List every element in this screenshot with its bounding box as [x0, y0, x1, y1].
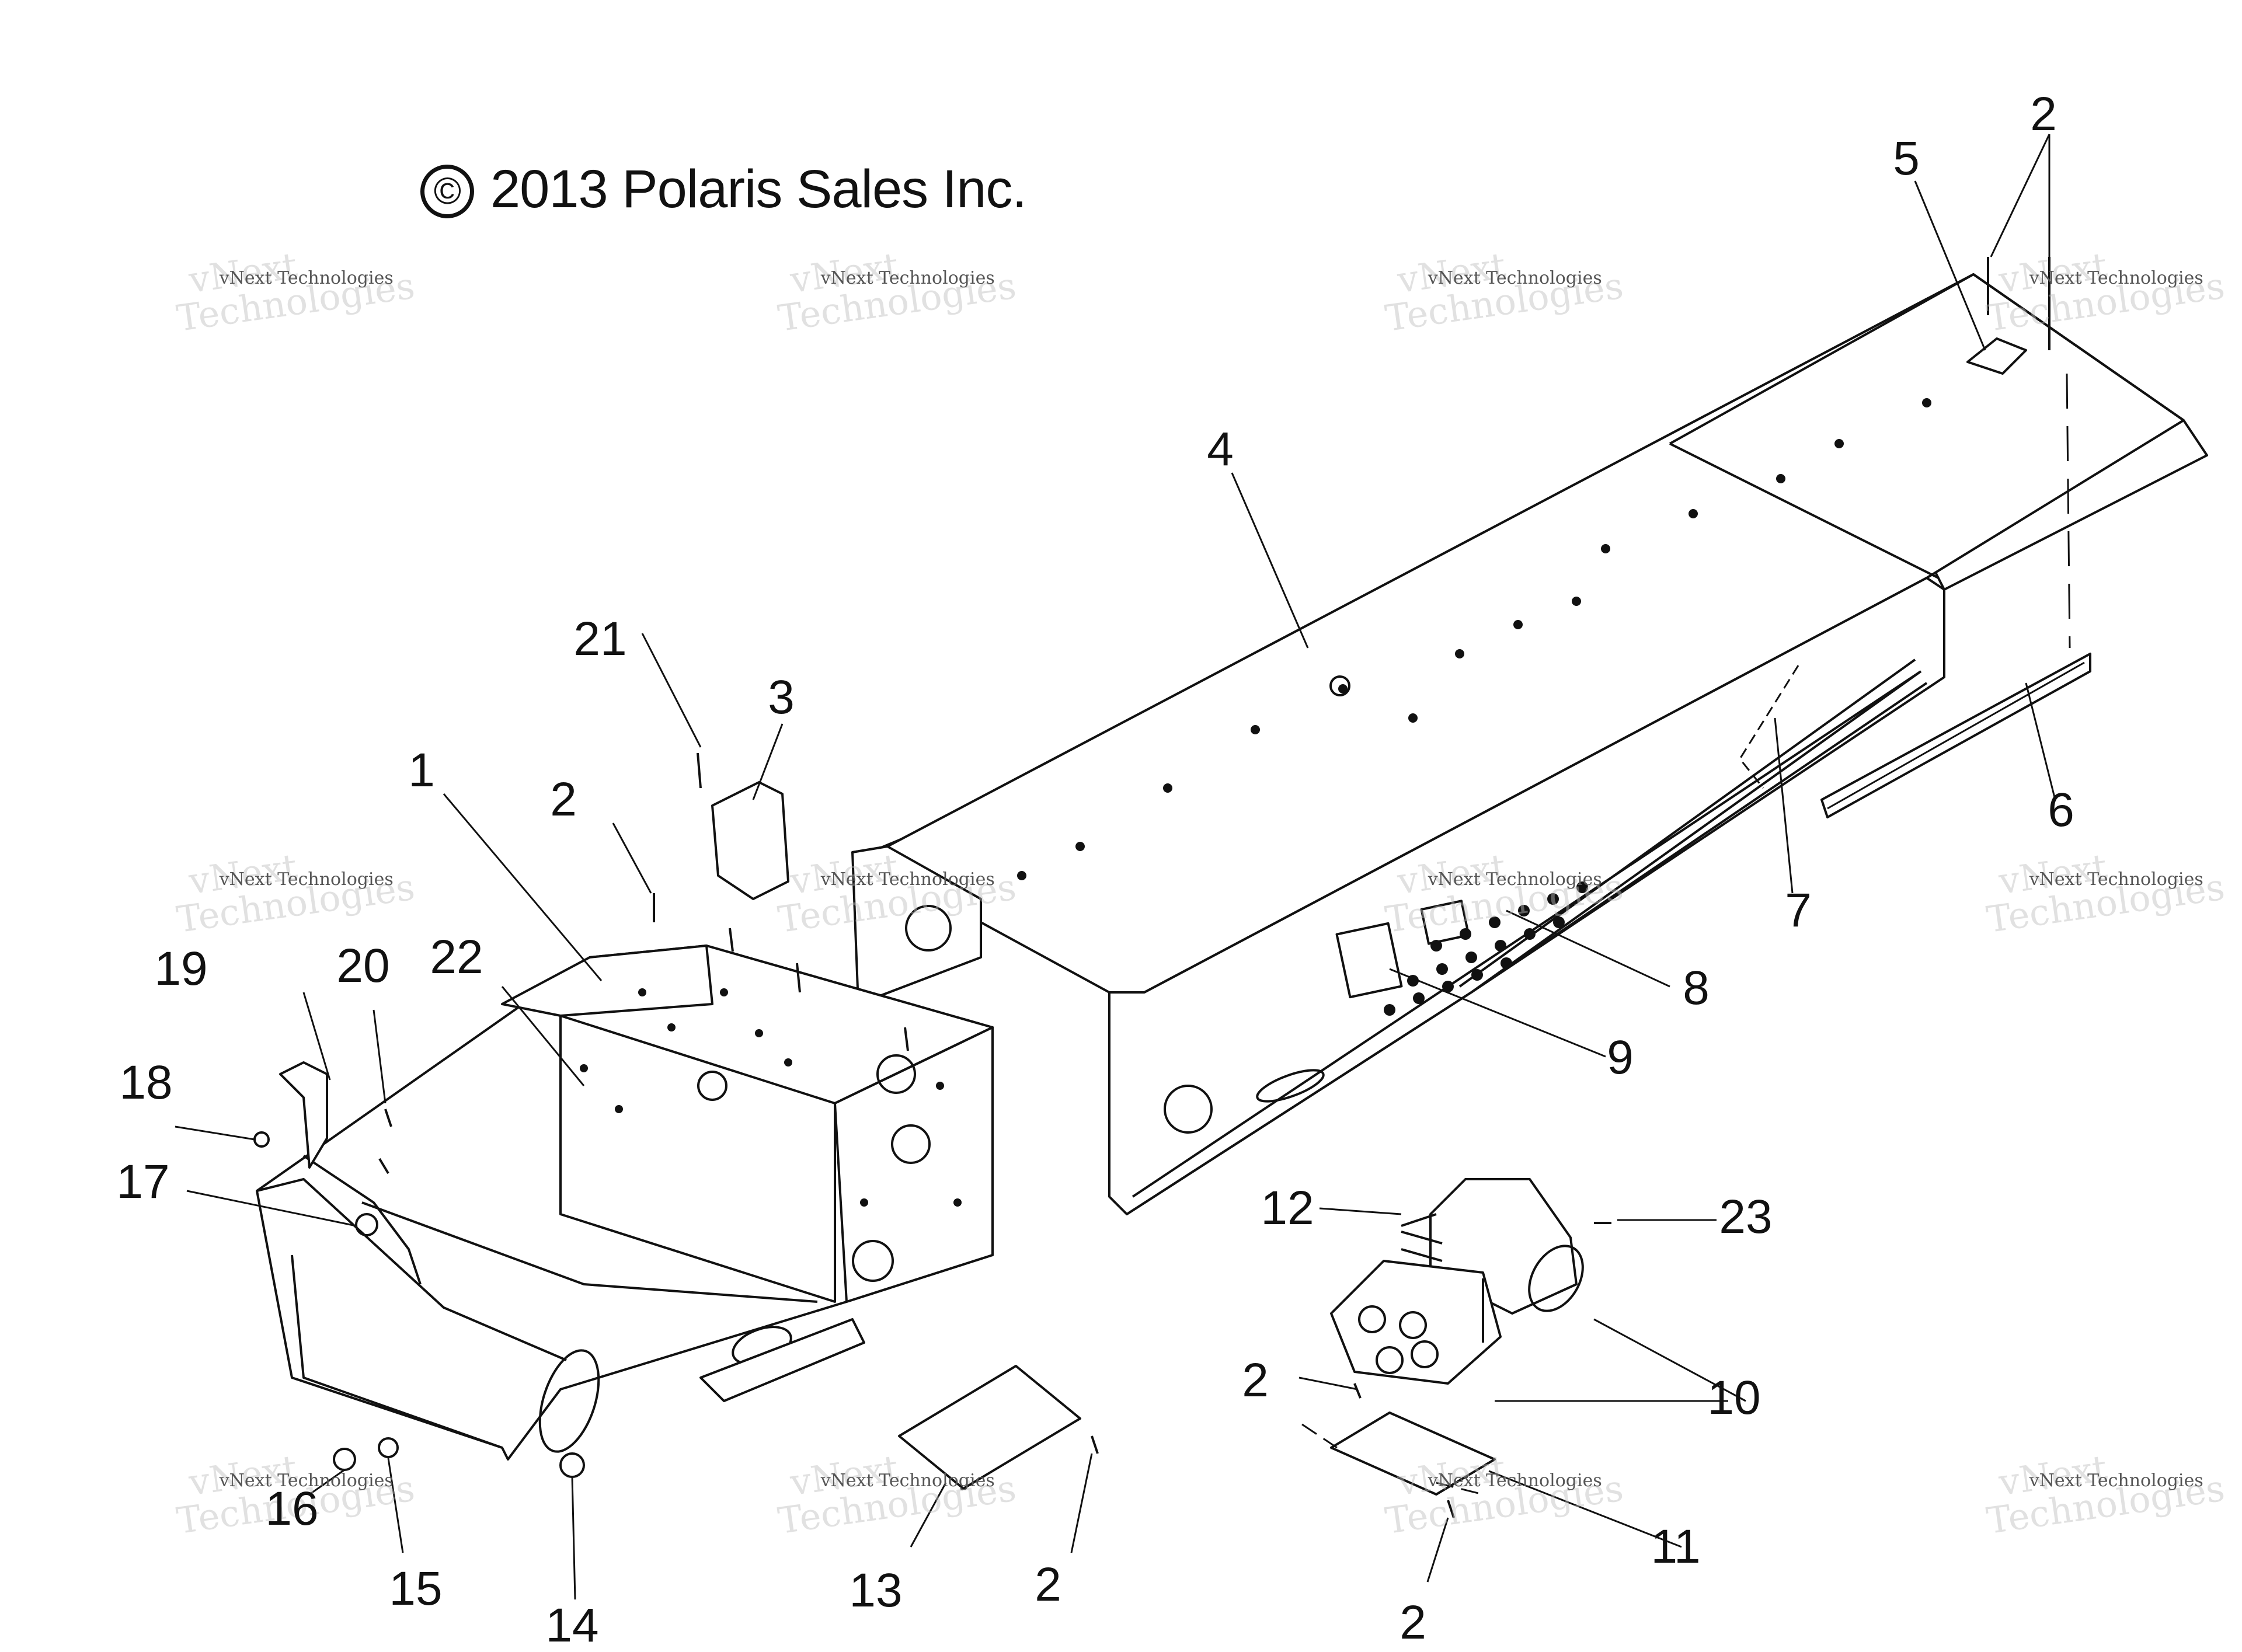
heat-exchanger-10: [1330, 1178, 1611, 1385]
copyright-text: 2013 Polaris Sales Inc.: [490, 159, 1027, 219]
callout-16[interactable]: 16: [265, 1482, 319, 1535]
callout-2[interactable]: 2: [1399, 1596, 1426, 1649]
callout-15[interactable]: 15: [389, 1562, 443, 1615]
callout-3[interactable]: 3: [768, 671, 795, 724]
callout-5[interactable]: 5: [1893, 132, 1920, 185]
callout-2[interactable]: 2: [550, 773, 577, 826]
callout-12[interactable]: 12: [1261, 1182, 1314, 1235]
callout-23[interactable]: 23: [1719, 1190, 1773, 1243]
leader-lines: [175, 134, 2056, 1600]
callout-22[interactable]: 22: [430, 930, 483, 984]
callout-19[interactable]: 19: [154, 942, 208, 995]
bracket-11: [1301, 1411, 1496, 1518]
callout-9[interactable]: 9: [1607, 1031, 1634, 1084]
callout-17[interactable]: 17: [116, 1155, 170, 1208]
copyright-symbol: ©: [420, 165, 474, 218]
front-bulkhead: [253, 752, 994, 1461]
callout-2[interactable]: 2: [2030, 88, 2057, 141]
callout-10[interactable]: 10: [1707, 1371, 1761, 1424]
callout-14[interactable]: 14: [545, 1599, 599, 1652]
callout-6[interactable]: 6: [2048, 783, 2074, 837]
callout-18[interactable]: 18: [119, 1056, 173, 1109]
callout-20[interactable]: 20: [336, 939, 390, 992]
bottom-plate-13: [898, 1365, 1099, 1490]
callout-11[interactable]: 11: [1651, 1520, 1701, 1573]
callout-21[interactable]: 21: [573, 612, 627, 665]
callout-4[interactable]: 4: [1207, 423, 1234, 476]
callout-7[interactable]: 7: [1785, 884, 1812, 937]
callout-2[interactable]: 2: [1242, 1354, 1269, 1407]
copyright-notice: © 2013 Polaris Sales Inc.: [420, 159, 1027, 220]
callout-13[interactable]: 13: [849, 1564, 903, 1617]
callout-8[interactable]: 8: [1683, 961, 1710, 1015]
tunnel-frame: [851, 257, 2208, 1215]
fasteners: [333, 893, 1362, 1478]
callout-1[interactable]: 1: [408, 744, 435, 797]
callout-2[interactable]: 2: [1035, 1558, 1061, 1611]
